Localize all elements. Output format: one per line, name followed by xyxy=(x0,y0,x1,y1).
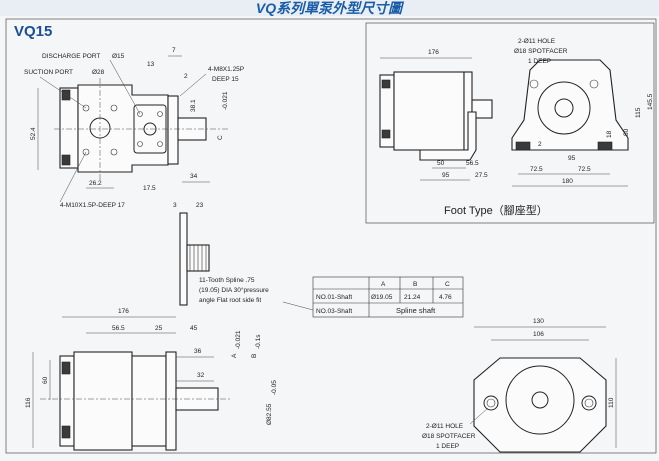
table-row2-value: Spline shaft xyxy=(396,306,436,315)
side-dim-b: B xyxy=(251,354,258,358)
foot-dim-95-top: 95 xyxy=(568,155,576,162)
side-view xyxy=(40,351,230,451)
foot-deep-label: 1 DEEP xyxy=(528,58,551,65)
foot-spotfacer-label: Ø18 SPOTFACER xyxy=(514,48,568,55)
dim-13: 13 xyxy=(147,61,155,68)
page-title: VQ系列單泵外型尺寸圖 xyxy=(256,0,405,16)
side-dim-a: A xyxy=(231,353,238,358)
side-dim-32: 32 xyxy=(197,372,205,379)
foot-front-view xyxy=(511,59,629,151)
dim-7: 7 xyxy=(172,47,176,54)
shaft-table xyxy=(312,276,464,318)
tap-1-depth-label: DEEP 15 xyxy=(212,76,239,83)
flange-view xyxy=(473,357,607,453)
table-row1-c: 4.76 xyxy=(439,294,452,301)
table-row2-label: NO.03-Shaft xyxy=(316,308,352,315)
front-view xyxy=(54,78,230,180)
side-dim-176: 176 xyxy=(118,308,129,315)
side-dim-82-55: Ø82.55 xyxy=(266,403,273,425)
dim-34: 34 xyxy=(190,173,198,180)
side-dim-60: 60 xyxy=(42,376,49,384)
table-row1-b: 21.24 xyxy=(404,294,421,301)
foot-type-panel xyxy=(365,22,655,224)
side-dim-82-tol: -0.05 xyxy=(271,380,278,395)
side-dim-45: 45 xyxy=(190,325,198,332)
foot-dim-180: 180 xyxy=(562,178,573,185)
spline-note-line2: (19.05) DIA 30°pressure xyxy=(199,286,269,294)
foot-dim-145-5: 145.5 xyxy=(647,93,654,110)
foot-dim-176: 176 xyxy=(428,49,439,56)
model-label: VQ15 xyxy=(14,23,52,40)
dim-2: 2 xyxy=(184,73,188,80)
foot-dim-56-5: 56.5 xyxy=(466,160,479,167)
table-row1-label: NO.01-Shaft xyxy=(316,294,352,301)
dim-23: 23 xyxy=(196,202,204,209)
side-dim-116: 116 xyxy=(25,397,32,408)
dim-17-5: 17.5 xyxy=(143,185,156,192)
discharge-port-label: DISCHARGE PORT xyxy=(42,53,100,60)
foot-side-view xyxy=(379,71,493,161)
flange-dim-110: 110 xyxy=(608,397,615,408)
dim-26-2: 26.2 xyxy=(89,180,102,187)
foot-dim-2: 2 xyxy=(538,141,542,148)
foot-dim-72-5a: 72.5 xyxy=(530,166,543,173)
table-header-b: B xyxy=(413,281,417,288)
foot-dim-50: 50 xyxy=(437,160,445,167)
flange-hole-label: 2-Ø11 HOLE xyxy=(426,423,464,430)
foot-dim-80: 80 xyxy=(623,128,630,136)
dim-52-4: 52.4 xyxy=(30,127,37,140)
foot-hole-label: 2-Ø11 HOLE xyxy=(518,38,556,45)
foot-dim-27-5: 27.5 xyxy=(475,172,488,179)
flange-deep-label: 1 DEEP xyxy=(436,443,459,450)
discharge-dia-label: Ø15 xyxy=(112,53,125,60)
side-dim-56-5: 56.5 xyxy=(112,325,125,332)
spline-note-line3: angle Flat root side fit xyxy=(199,297,261,304)
dim-3: 3 xyxy=(173,202,177,209)
foot-dim-115: 115 xyxy=(635,107,642,118)
flange-dim-130: 130 xyxy=(533,318,544,325)
side-dim-36: 36 xyxy=(194,348,202,355)
side-dim-25: 25 xyxy=(155,325,163,332)
tap-1-label: 4-M8X1.25P xyxy=(208,66,244,73)
suction-dia-label: Ø28 xyxy=(92,69,105,76)
side-dim-a-tol: -0.021 xyxy=(235,330,242,349)
flange-spotfacer-label: Ø18 SPOTFACER xyxy=(422,433,476,440)
spline-shaft-view xyxy=(179,212,210,306)
suction-port-label: SUCTION PORT xyxy=(24,69,73,76)
tap-2-label: 4-M10X1.5P-DEEP 17 xyxy=(60,202,125,209)
foot-type-caption: Foot Type（腳座型） xyxy=(444,203,548,217)
side-dim-b-tol: -0.1s xyxy=(255,334,262,349)
dim-38-1: 38.1 xyxy=(190,99,197,112)
foot-dim-72-5b: 72.5 xyxy=(578,166,591,173)
table-header-a: A xyxy=(381,281,386,288)
foot-dim-95: 95 xyxy=(442,172,450,179)
foot-dim-18: 18 xyxy=(606,130,613,138)
dim-c-tol: -0.021 xyxy=(222,91,229,110)
table-row1-a: Ø19.05 xyxy=(371,294,393,301)
table-header-c: C xyxy=(445,281,450,288)
flange-dim-106: 106 xyxy=(533,331,544,338)
dim-c: C xyxy=(217,135,224,140)
spline-note-line1: 11-Tooth Spline .75 xyxy=(199,277,255,284)
